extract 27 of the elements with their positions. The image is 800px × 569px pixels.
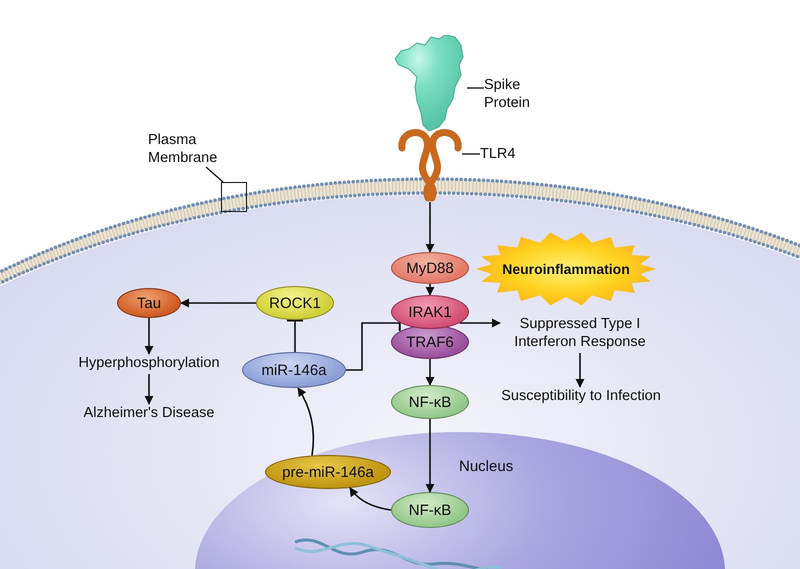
leader-line: [467, 87, 484, 89]
receptor-drawing: [398, 126, 462, 202]
arrow: [144, 318, 154, 355]
pathway-text: TLR4: [480, 145, 520, 163]
protein-ellipse: NF-κB: [391, 492, 469, 528]
inhibition-line: [287, 320, 303, 352]
membrane-inset-box: [221, 182, 247, 212]
nucleus-label: Nucleus: [459, 458, 514, 475]
arrow: [426, 359, 434, 386]
protein-ellipse: pre-miR-146a: [265, 455, 391, 489]
pathway-text: Hyperphosphorylation: [74, 354, 224, 374]
arrow: [460, 318, 501, 328]
pathway-text: Spike Protein: [484, 76, 542, 112]
leader-line: [206, 166, 224, 182]
pathway-text: Alzheimer's Disease: [74, 404, 224, 424]
leader-line: [462, 153, 480, 155]
arrow: [426, 284, 434, 296]
arrow: [180, 298, 256, 308]
arrow: [576, 353, 584, 388]
arrow: [297, 387, 314, 456]
arrow: [426, 202, 434, 253]
arrow: [349, 487, 392, 511]
arrow: [144, 374, 154, 405]
pathway-text: Susceptibility to Infection: [486, 387, 676, 407]
arrow: [426, 419, 434, 493]
pathway-text: Suppressed Type I Interferon Response: [500, 315, 660, 353]
pathway-text: Plasma Membrane: [148, 131, 222, 167]
